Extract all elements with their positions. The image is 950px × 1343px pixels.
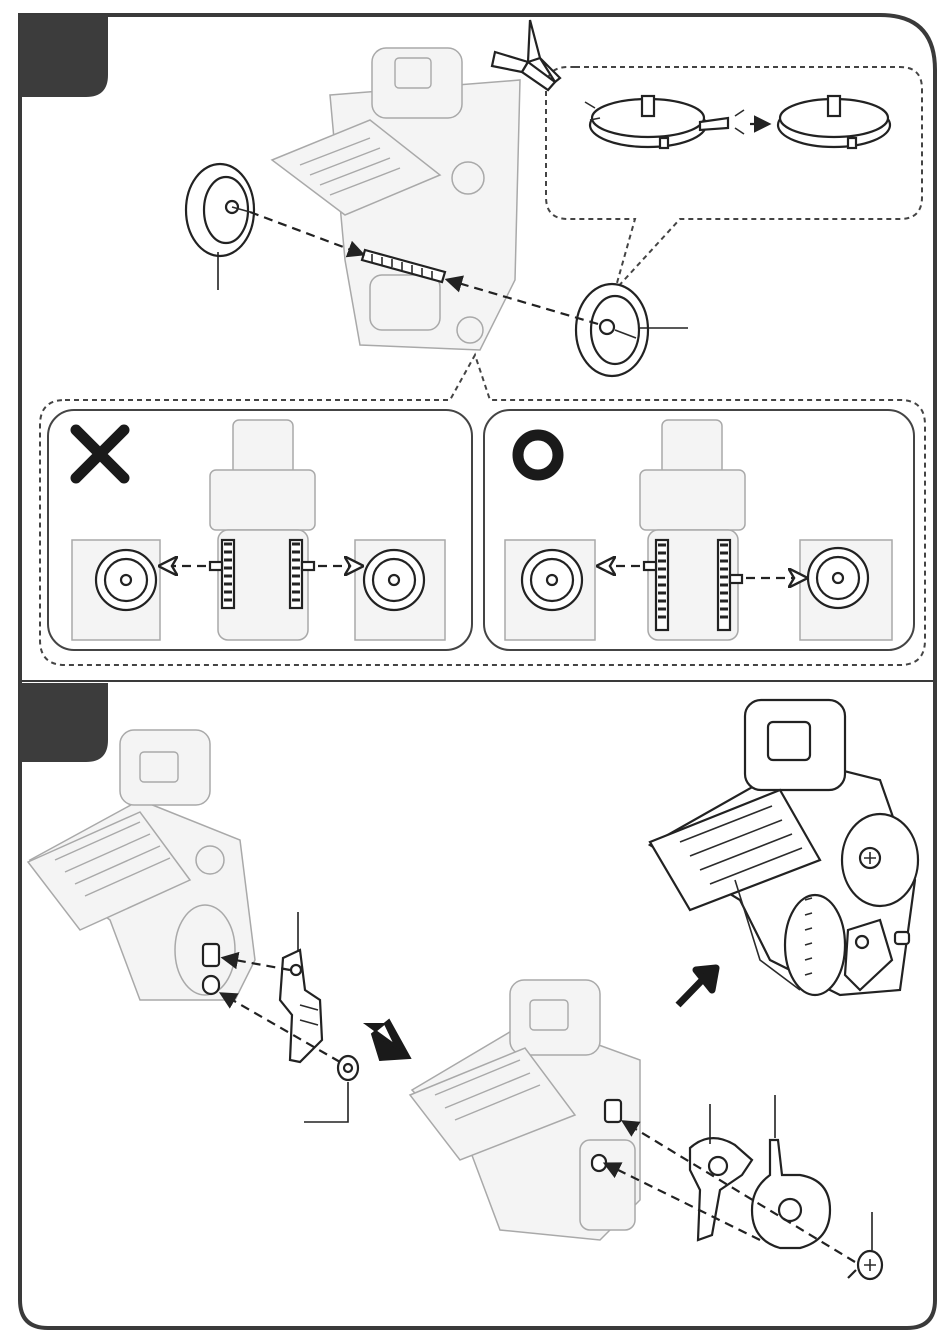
- arrow-down-right-icon: [366, 1020, 410, 1060]
- step-2-tab: [20, 683, 108, 762]
- arrow-up-right-icon: [678, 968, 716, 1005]
- cam-part-2: [752, 1140, 830, 1248]
- leg-bracket: [280, 950, 322, 1062]
- robot-ghost-step2-left: [28, 730, 255, 1000]
- screw-leader: [304, 1082, 348, 1122]
- nippers-icon: [492, 20, 560, 90]
- wheel-side-left-incorrect: [72, 540, 160, 640]
- trim-callout-bubble: [546, 67, 922, 290]
- robot-body-ghost: [272, 48, 520, 350]
- large-screw: [848, 1251, 882, 1279]
- wheel-trimmed: [778, 96, 890, 148]
- wheel-side-right-correct: [800, 540, 892, 640]
- wheel-with-sprue: [585, 96, 744, 148]
- robot-completed: [650, 700, 918, 995]
- step-1-tab: [20, 15, 108, 97]
- small-screw: [338, 1056, 358, 1080]
- cam-part-1: [690, 1138, 752, 1240]
- left-wheel: [186, 164, 254, 256]
- wheel-side-left-correct: [505, 540, 595, 640]
- wheel-side-right-incorrect: [355, 540, 445, 640]
- right-wheel: [576, 284, 648, 376]
